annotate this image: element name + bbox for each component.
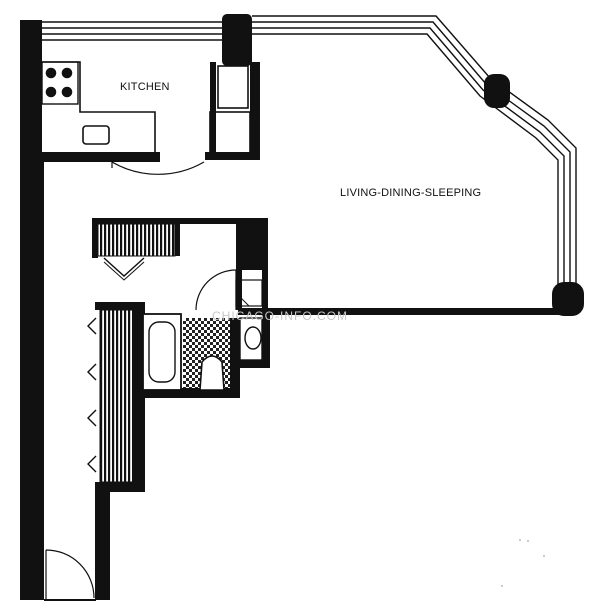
wall-closet-bottom: [95, 482, 145, 492]
vanity: [239, 317, 263, 361]
column-southeast: [552, 282, 584, 316]
toilet: [199, 355, 225, 391]
kitchen-fixtures: [41, 61, 251, 175]
wardrobe-shelving: [99, 309, 134, 483]
window-line-5: [252, 15, 577, 290]
wall-kitchen-south: [20, 152, 160, 162]
window-line-8: [252, 33, 559, 290]
hall-closet-door: [103, 257, 145, 277]
burner-3: [45, 86, 57, 98]
wall-corridor-east-lower: [95, 485, 110, 600]
bathtub-inner: [148, 321, 176, 383]
wall-bath-east: [238, 360, 270, 368]
window-line-6: [252, 21, 571, 290]
window-line-7: [252, 27, 565, 290]
wall-bath-right: [230, 318, 240, 398]
wall-chase-left: [236, 270, 242, 310]
wall-closet-top: [95, 302, 145, 310]
wall-living-south: [238, 308, 568, 315]
wardrobe-door-4: [87, 455, 97, 473]
wall-hall-closet: [92, 218, 238, 224]
wall-hall-closet-right: [175, 218, 180, 256]
column-north: [222, 14, 252, 66]
wall-pantry-left: [210, 62, 216, 157]
vanity-sink: [244, 326, 262, 350]
wardrobe-door-3: [87, 409, 97, 427]
entry-door-swing: [45, 549, 95, 599]
wall-bath-bottom: [133, 388, 238, 398]
hall-closet: [97, 223, 176, 281]
burner-1: [45, 67, 57, 79]
linen-shelf-diag: [235, 292, 250, 307]
room-label-kitchen: KITCHEN: [120, 81, 170, 93]
scan-specks: [501, 539, 545, 587]
kitchen-counter: [42, 61, 156, 152]
hall-closet-door-2: [103, 261, 145, 281]
pantry-cabinet: [209, 111, 251, 157]
bathroom-door-swing: [195, 269, 237, 311]
wardrobe-door-2: [87, 363, 97, 381]
bathroom: [142, 269, 263, 391]
wall-bath-east-v: [262, 310, 270, 368]
room-label-living: LIVING-DINING-SLEEPING: [340, 187, 481, 199]
watermark: CHICAGO-INFO.COM: [212, 309, 348, 323]
refrigerator: [217, 65, 249, 109]
wardrobe-door-1: [87, 317, 97, 335]
wall-kitchen-west: [20, 20, 42, 155]
burner-4: [61, 86, 73, 98]
hall-closet-shelving: [97, 223, 176, 257]
mechanical-chase: [236, 218, 268, 270]
exterior-walls: [20, 14, 584, 600]
entry-door: [44, 549, 96, 601]
wall-pantry-right: [250, 62, 260, 160]
wall-hall-closet-left: [92, 218, 98, 258]
cooktop: [41, 61, 79, 105]
wall-corridor-west: [20, 155, 44, 600]
kitchen-door-swing: [111, 161, 205, 175]
window-wall: [42, 15, 577, 290]
wardrobe-closet: [87, 309, 134, 483]
burner-2: [61, 67, 73, 79]
wall-chase-right: [262, 270, 268, 310]
column-northeast: [484, 74, 510, 108]
kitchen-sink: [82, 125, 110, 145]
